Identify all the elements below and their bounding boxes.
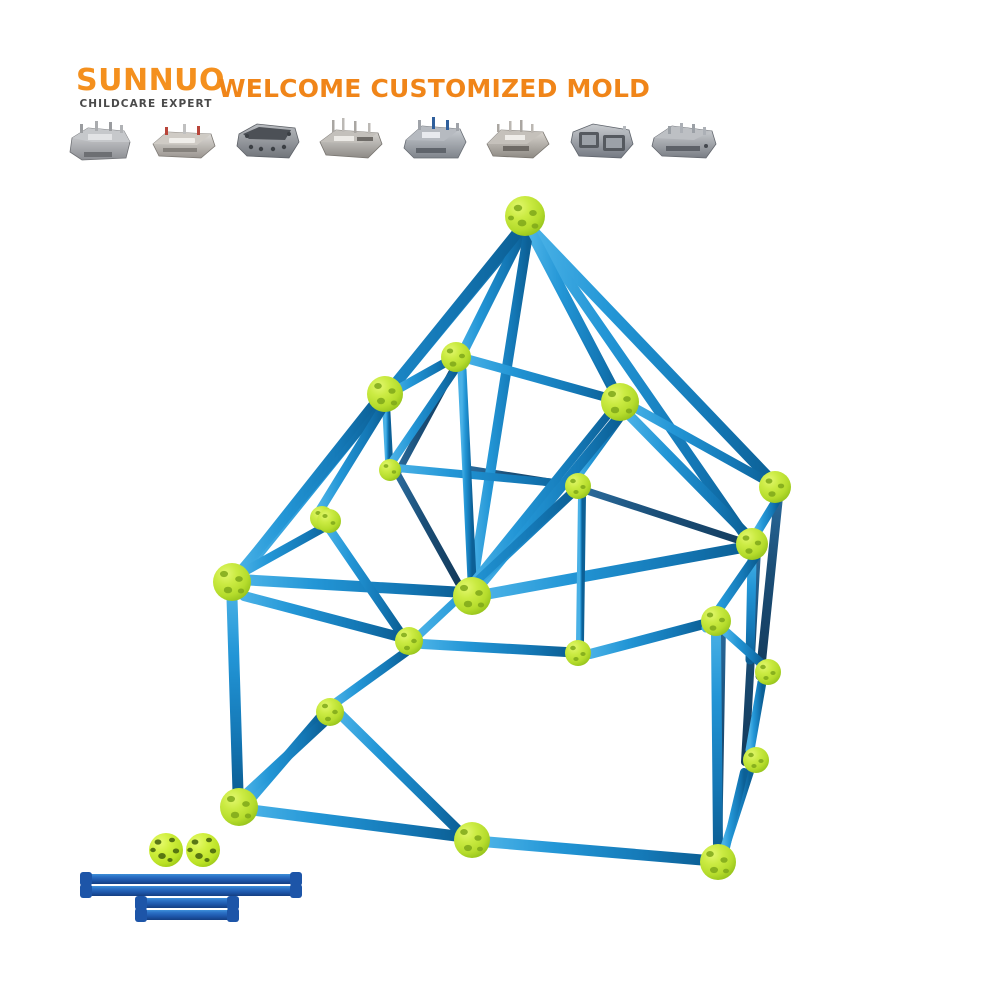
mold-thumbnail-6 [479, 112, 555, 168]
loose-ball-1 [149, 833, 183, 867]
loose-rod-long-2 [80, 884, 302, 898]
loose-ball-2 [186, 833, 220, 867]
loose-rod-long-1 [80, 872, 302, 886]
mold-thumbnail-strip [62, 110, 722, 168]
loose-rod-short-1 [135, 896, 239, 910]
mold-thumbnail-4 [312, 112, 388, 168]
mold-thumbnail-7 [563, 112, 639, 168]
brand-logo: SUNNUO CHILDCARE EXPERT [76, 63, 226, 111]
mold-thumbnail-3 [229, 112, 305, 168]
mold-thumbnail-2 [145, 112, 221, 168]
banner-headline: WELCOME CUSTOMIZED MOLD [218, 74, 651, 103]
mold-thumbnail-5 [396, 112, 472, 168]
mold-thumbnail-1 [62, 112, 138, 168]
brand-name: SUNNUO [76, 63, 226, 98]
mold-thumbnail-8 [646, 112, 722, 168]
loose-rod-short-2 [135, 908, 239, 922]
promo-banner: SUNNUO CHILDCARE EXPERT WELCOME CUSTOMIZ… [0, 0, 1000, 180]
brand-tagline: CHILDCARE EXPERT [79, 98, 213, 110]
